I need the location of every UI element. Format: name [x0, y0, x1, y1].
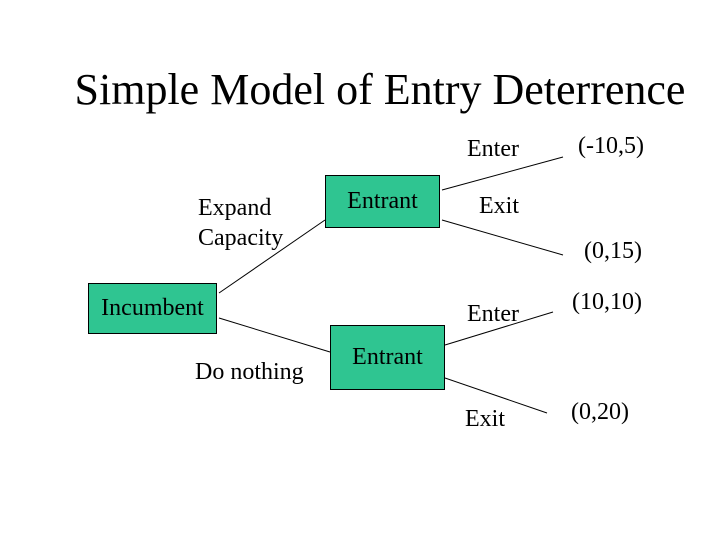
payoff-label-exit-bottom: (0,20)	[571, 399, 629, 425]
branch-label-exit-bottom: Exit	[465, 406, 505, 432]
slide-title: Simple Model of Entry Deterrence	[74, 65, 686, 114]
payoff-label-enter-top: (-10,5)	[578, 133, 644, 159]
edge-do-nothing	[218, 317, 331, 353]
incumbent-node-label: Incumbent	[101, 295, 204, 321]
entrant-node-top-label: Entrant	[347, 188, 418, 214]
incumbent-node: Incumbent	[88, 283, 217, 334]
edge-exit-top	[441, 219, 564, 256]
payoff-label-exit-top: (0,15)	[584, 238, 642, 264]
entrant-node-top: Entrant	[325, 175, 440, 228]
action-label-expand-line1: Expand	[198, 195, 272, 221]
entrant-node-bottom: Entrant	[330, 325, 445, 390]
action-label-expand-capacity: Expand Capacity	[198, 193, 283, 253]
entrant-node-bottom-label: Entrant	[352, 344, 423, 370]
action-label-do-nothing: Do nothing	[195, 359, 304, 385]
branch-label-enter-bottom: Enter	[467, 301, 519, 327]
branch-label-exit-top: Exit	[479, 193, 519, 219]
payoff-label-enter-bottom: (10,10)	[572, 289, 642, 315]
branch-label-enter-top: Enter	[467, 136, 519, 162]
action-label-expand-line2: Capacity	[198, 225, 284, 251]
